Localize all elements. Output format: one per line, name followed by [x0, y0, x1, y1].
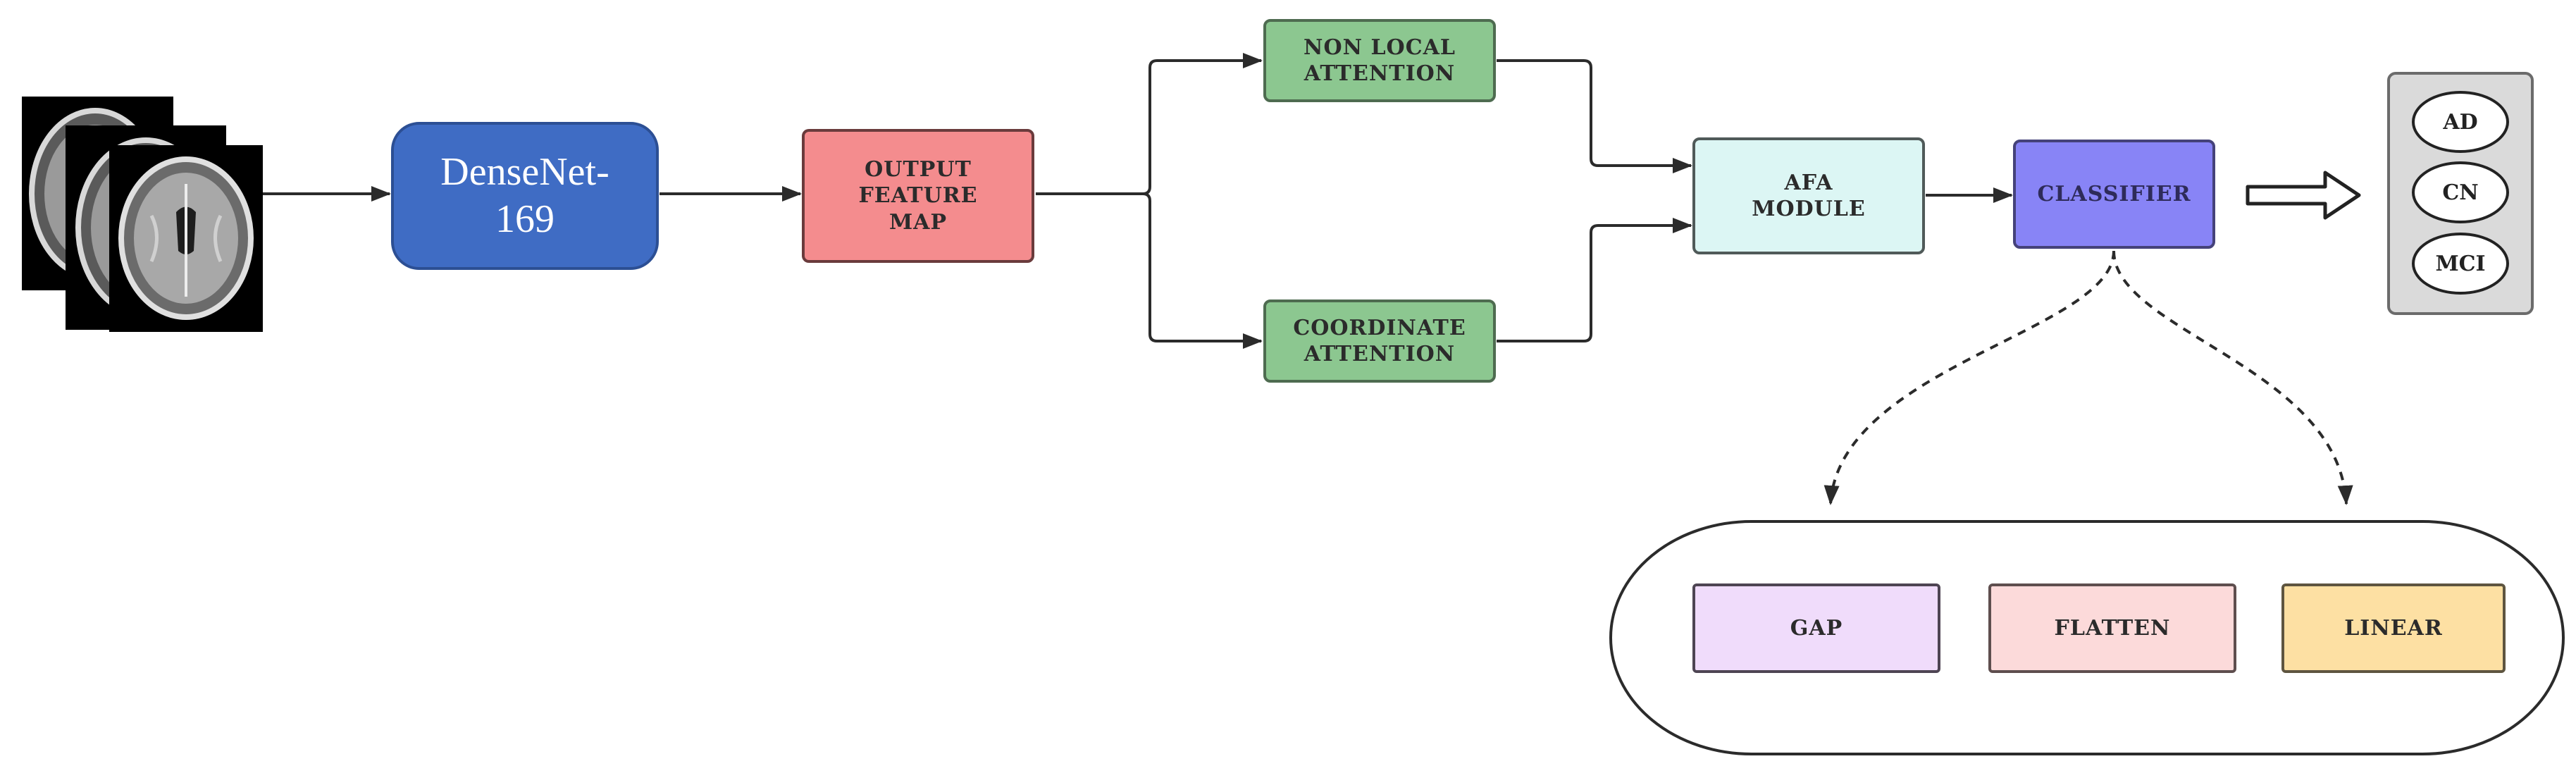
brain-mri-slice: [109, 145, 263, 332]
output-feature-map-box: OUTPUT FEATURE MAP: [802, 129, 1034, 263]
gap-label: GAP: [1790, 615, 1843, 641]
afa-module-box: AFA MODULE: [1692, 137, 1925, 254]
afa-module-label: AFA MODULE: [1752, 170, 1866, 222]
edge-ofm-to-ca: [1142, 192, 1263, 349]
coordinate-attention-label: COORDINATE ATTENTION: [1293, 315, 1466, 367]
edge-ofm-to-nla: [1036, 53, 1263, 195]
densenet-label: DenseNet- 169: [440, 149, 609, 241]
coordinate-attention-box: COORDINATE ATTENTION: [1263, 299, 1496, 383]
dashed-edge-classifier-right: [2112, 250, 2353, 505]
flatten-box: FLATTEN: [1988, 583, 2236, 673]
non-local-attention-box: NON LOCAL ATTENTION: [1263, 19, 1496, 102]
linear-box: LINEAR: [2281, 583, 2506, 673]
output-class-ad-label: AD: [2443, 109, 2478, 135]
classifier-label: CLASSIFIER: [2037, 181, 2191, 206]
gap-box: GAP: [1692, 583, 1940, 673]
flatten-label: FLATTEN: [2054, 615, 2171, 641]
output-class-cn: CN: [2412, 161, 2509, 223]
densenet-169-box: DenseNet- 169: [391, 122, 659, 270]
non-local-attention-label: NON LOCAL ATTENTION: [1304, 35, 1456, 87]
output-class-mci: MCI: [2412, 233, 2509, 295]
output-class-mci-label: MCI: [2435, 251, 2486, 276]
hollow-right-arrow-icon: [2246, 171, 2361, 220]
output-class-ad: AD: [2412, 91, 2509, 153]
edge-ca-to-afa: [1497, 218, 1692, 342]
dashed-edge-classifier-left: [1823, 250, 2115, 505]
output-feature-map-label: OUTPUT FEATURE MAP: [858, 156, 978, 235]
output-class-cn-label: CN: [2442, 180, 2479, 205]
edge-nla-to-afa: [1497, 59, 1692, 173]
linear-label: LINEAR: [2344, 615, 2443, 641]
classifier-box: CLASSIFIER: [2013, 140, 2215, 249]
